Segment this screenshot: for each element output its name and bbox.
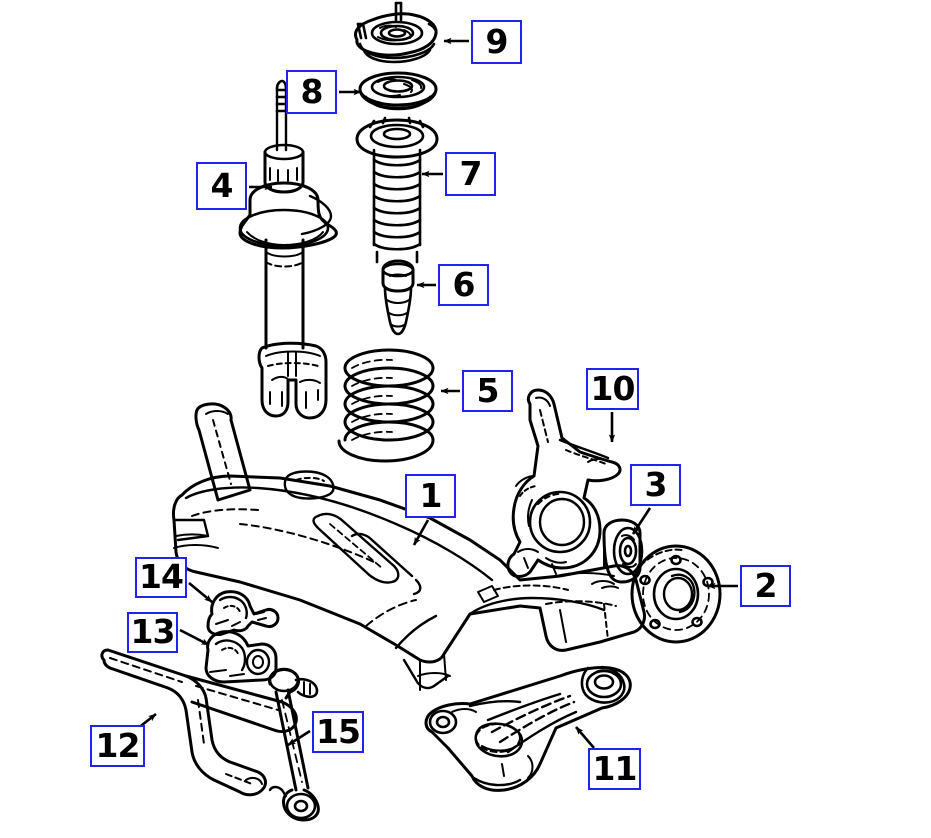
callout-label-8: 8 [300,71,324,111]
callout-box-2[interactable]: 2 [740,565,791,607]
callout-label-13: 13 [130,612,176,651]
part-crossmember-art [172,402,646,691]
part-bump-stop-art [381,259,415,336]
callout-label-12: 12 [95,725,141,765]
part-stabilizer-link-art [268,667,320,822]
leader-14 [188,581,213,604]
callout-label-2: 2 [754,565,778,605]
callout-box-4[interactable]: 4 [196,162,247,210]
callout-label-1: 1 [419,475,443,515]
callout-box-3[interactable]: 3 [630,464,681,506]
callout-box-7[interactable]: 7 [445,152,496,196]
part-stabilizer-bushing-art [204,630,278,684]
leader-11 [575,726,595,749]
part-stabilizer-bracket-art [206,590,280,636]
part-strut-bearing-art [358,71,438,111]
callout-box-9[interactable]: 9 [471,20,522,64]
leader-13 [179,628,210,647]
callout-label-15: 15 [316,711,361,751]
callout-box-12[interactable]: 12 [90,725,145,767]
leader-1 [412,519,430,546]
callout-box-14[interactable]: 14 [135,557,187,598]
callout-box-8[interactable]: 8 [286,70,337,114]
callout-box-11[interactable]: 11 [588,748,641,790]
part-strut-shock-absorber-art [238,79,338,420]
callout-box-1[interactable]: 1 [405,474,456,518]
part-lower-control-arm-art [424,665,632,792]
callout-label-9: 9 [485,21,509,61]
callout-box-10[interactable]: 10 [586,368,639,410]
callout-label-14: 14 [139,557,184,596]
part-strut-dust-boot-art [355,116,439,264]
callout-box-13[interactable]: 13 [127,612,178,653]
part-wheel-hub-art [630,544,722,644]
callout-label-3: 3 [644,464,668,504]
callout-box-15[interactable]: 15 [312,711,364,753]
callout-label-11: 11 [592,748,638,788]
callout-box-6[interactable]: 6 [438,264,489,306]
part-steering-knuckle-art [506,388,622,578]
part-wheel-bearing-art [602,518,644,584]
callout-label-7: 7 [459,153,483,193]
callout-label-5: 5 [476,370,500,410]
callout-label-6: 6 [452,264,476,304]
callout-label-10: 10 [590,368,636,408]
callout-box-5[interactable]: 5 [462,370,513,412]
part-strut-upper-mount-art [354,1,438,64]
leader-3 [631,507,652,535]
leader-15 [287,729,311,747]
callout-leader-lines [127,37,738,749]
part-coil-spring-art [337,348,435,463]
callout-label-4: 4 [210,165,234,205]
